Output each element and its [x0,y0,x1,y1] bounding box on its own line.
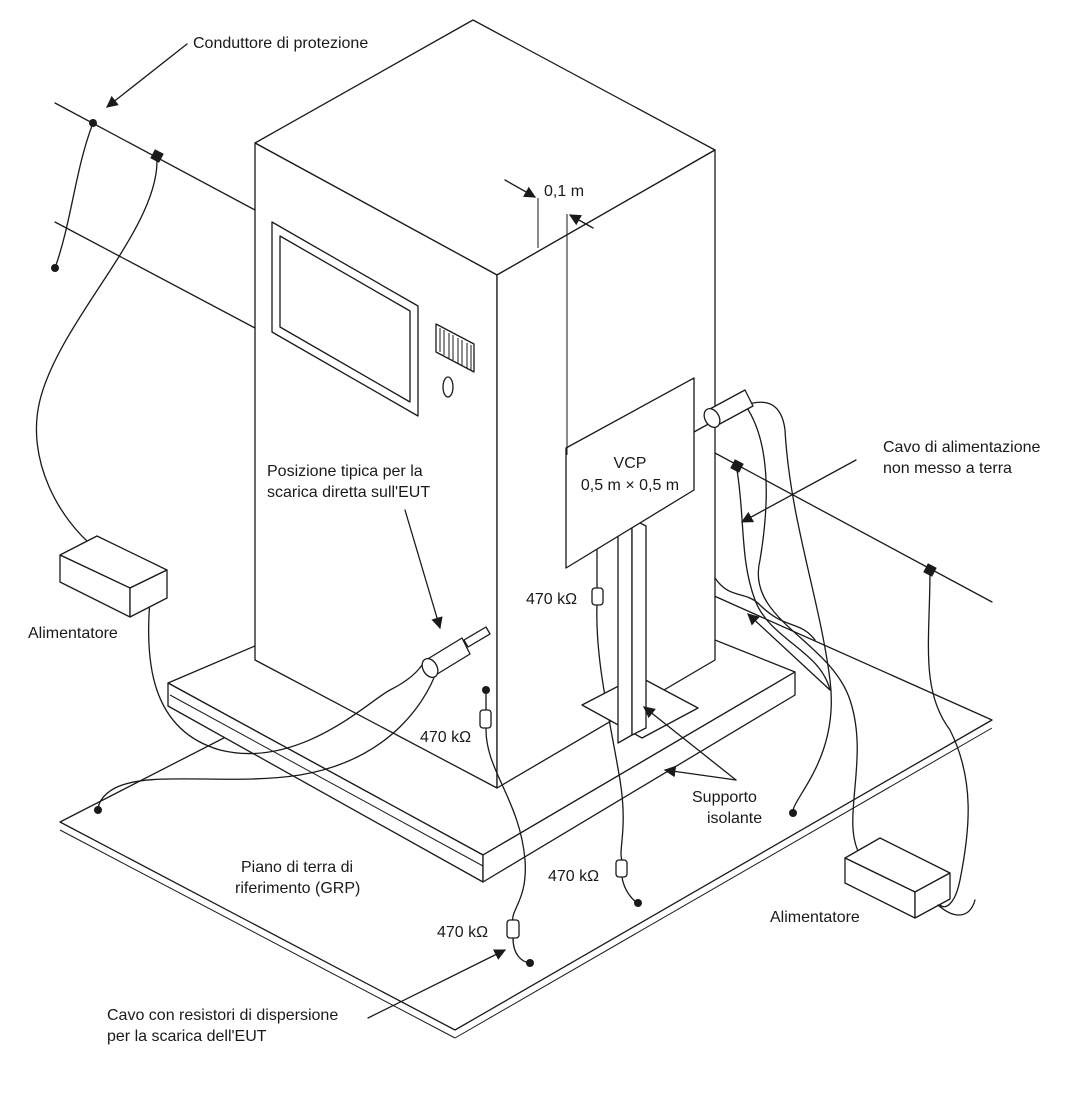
discharge-electrode-eut [421,626,491,678]
label-resistor-eut: 470 kΩ [420,729,471,746]
label-resistor-floor: 470 kΩ [548,868,599,885]
dimension-0-1m [504,179,594,455]
resistor-vcp [591,587,604,606]
protective-conductor [54,102,256,329]
label-power-cable-1: Cavo di alimentazione [883,439,1041,456]
label-insulating-support-1: Supporto [692,789,757,806]
label-protective-conductor: Conduttore di protezione [193,35,368,52]
label-vcp-size: 0,5 m × 0,5 m [581,477,679,494]
label-insulating-support-2: isolante [707,810,762,827]
vertical-coupling-plane [565,377,699,744]
label-resistor-vcp: 470 kΩ [526,591,577,608]
resistor-front [506,919,520,939]
power-supply-right [844,837,976,919]
label-power-supply-left: Alimentatore [28,625,118,642]
label-vcp-title: VCP [614,455,647,472]
label-power-supply-right: Alimentatore [770,909,860,926]
resistor-eut [479,709,492,729]
discharge-electrode-vcp [693,389,754,433]
eut-display-window [271,221,419,417]
label-direct-discharge-2: scarica diretta sull'EUT [267,484,430,501]
label-power-cable-2: non messo a terra [883,460,1012,477]
barcode-icon [435,323,475,373]
eut-lamp-icon [442,376,454,398]
power-supply-left [59,535,168,618]
label-ground-plane-1: Piano di terra di [241,859,353,876]
label-resistor-front: 470 kΩ [437,924,488,941]
leader-arrows [106,43,857,1019]
label-bleed-cable-1: Cavo con resistori di dispersione [107,1007,338,1024]
label-distance: 0,1 m [544,183,584,200]
label-ground-plane-2: riferimento (GRP) [235,880,360,897]
label-direct-discharge-1: Posizione tipica per la [267,463,423,480]
label-bleed-cable-2: per la scarica dell'EUT [107,1028,267,1045]
resistor-floor [615,859,628,878]
